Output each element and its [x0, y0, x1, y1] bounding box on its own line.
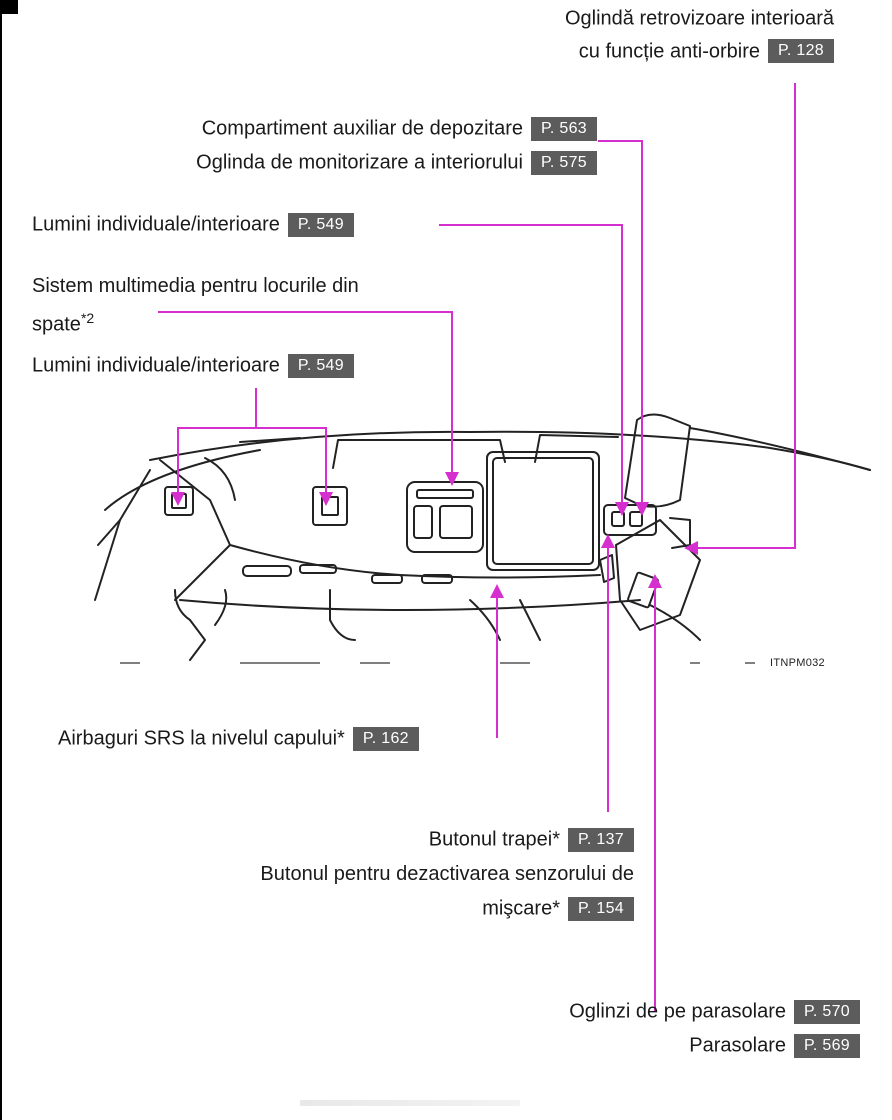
label-lights-mid-text: Lumini individuale/interioare: [32, 354, 280, 377]
label-lights-mid: Lumini individuale/interioare P. 549: [32, 351, 354, 380]
ref-lights-top[interactable]: P. 549: [287, 212, 354, 237]
arrow-sunroof: [601, 534, 615, 548]
label-sensor-line1: Butonul pentru dezactivarea senzorului d…: [260, 863, 634, 885]
arrow-lights-top: [615, 502, 629, 516]
leader-storage: [598, 140, 643, 510]
ref-monitor-mirror[interactable]: P. 575: [531, 150, 597, 175]
ref-lights-mid[interactable]: P. 549: [287, 353, 354, 378]
label-multimedia: Sistem multimedia pentru locurile din sp…: [32, 272, 359, 339]
label-airbags: Airbaguri SRS la nivelul capului* P. 162: [58, 724, 419, 753]
label-sensor-line2: mişcare: [482, 897, 553, 920]
label-airbags-text: Airbaguri SRS la nivelul capului: [58, 727, 338, 750]
label-mirror-line2: cu funcție anti-orbire: [578, 40, 760, 63]
label-visor-text: Parasolare: [689, 1034, 786, 1057]
label-monitor-mirror-text: Oglinda de monitorizare a interiorului: [196, 151, 523, 174]
ref-visor-mirror[interactable]: P. 570: [794, 999, 860, 1024]
page-left-border: [0, 0, 2, 1120]
label-sunroof: Butonul trapei* P. 137: [429, 825, 634, 854]
label-mirror-line1: Oglindă retrovizoare interioară: [564, 7, 834, 30]
label-visor-mirror-text: Oglinzi de pe parasolare: [569, 1000, 786, 1023]
label-mirror: Oglindă retrovizoare interioară cu funcț…: [565, 4, 834, 65]
label-multimedia-mark: *2: [80, 310, 95, 326]
bottom-faint-text: [300, 1100, 520, 1106]
arrow-mirror: [684, 541, 698, 555]
arrow-airbags: [490, 584, 504, 598]
label-visor: Parasolare P. 569: [689, 1031, 860, 1060]
arrow-multimedia: [445, 472, 459, 486]
arrow-lights-mid: [319, 492, 333, 506]
label-storage: Compartiment auxiliar de depozitare P. 56…: [202, 114, 597, 143]
arrow-lights-left: [171, 492, 185, 506]
label-multimedia-line1: Sistem multimedia pentru locurile din: [32, 275, 359, 297]
arrow-storage: [635, 502, 649, 516]
image-code: ITNPM032: [770, 657, 825, 669]
corner-tab: [0, 0, 18, 14]
label-lights-top-text: Lumini individuale/interioare: [32, 213, 280, 236]
label-sunroof-mark: *: [552, 828, 560, 851]
label-monitor-mirror: Oglinda de monitorizare a interiorului P.…: [196, 148, 597, 177]
leader-lines: [158, 83, 796, 1012]
ref-visor[interactable]: P. 569: [794, 1033, 860, 1058]
label-storage-text: Compartiment auxiliar de depozitare: [201, 117, 523, 140]
label-visor-mirror: Oglinzi de pe parasolare P. 570: [569, 997, 860, 1026]
leader-lights-mid-branches: [177, 427, 327, 500]
ref-airbags[interactable]: P. 162: [352, 726, 419, 751]
leader-mirror: [690, 83, 796, 549]
leader-lights-top: [439, 224, 623, 510]
arrow-visor: [648, 574, 662, 588]
ref-storage[interactable]: P. 563: [531, 116, 597, 141]
label-sunroof-text: Butonul trapei: [428, 828, 553, 851]
label-sensor: Butonul pentru dezactivarea senzorului d…: [260, 860, 634, 923]
arrowheads: [171, 472, 698, 598]
roof-drawing: [94, 413, 871, 661]
label-airbags-mark: *: [337, 727, 345, 750]
ref-sensor[interactable]: P. 154: [568, 896, 634, 921]
leader-multimedia: [158, 311, 453, 480]
label-lights-top: Lumini individuale/interioare P. 549: [32, 210, 354, 239]
label-multimedia-line2: spate: [32, 313, 81, 336]
ref-mirror[interactable]: P. 128: [768, 39, 834, 64]
label-sensor-mark: *: [552, 897, 560, 920]
ref-sunroof[interactable]: P. 137: [568, 827, 634, 852]
